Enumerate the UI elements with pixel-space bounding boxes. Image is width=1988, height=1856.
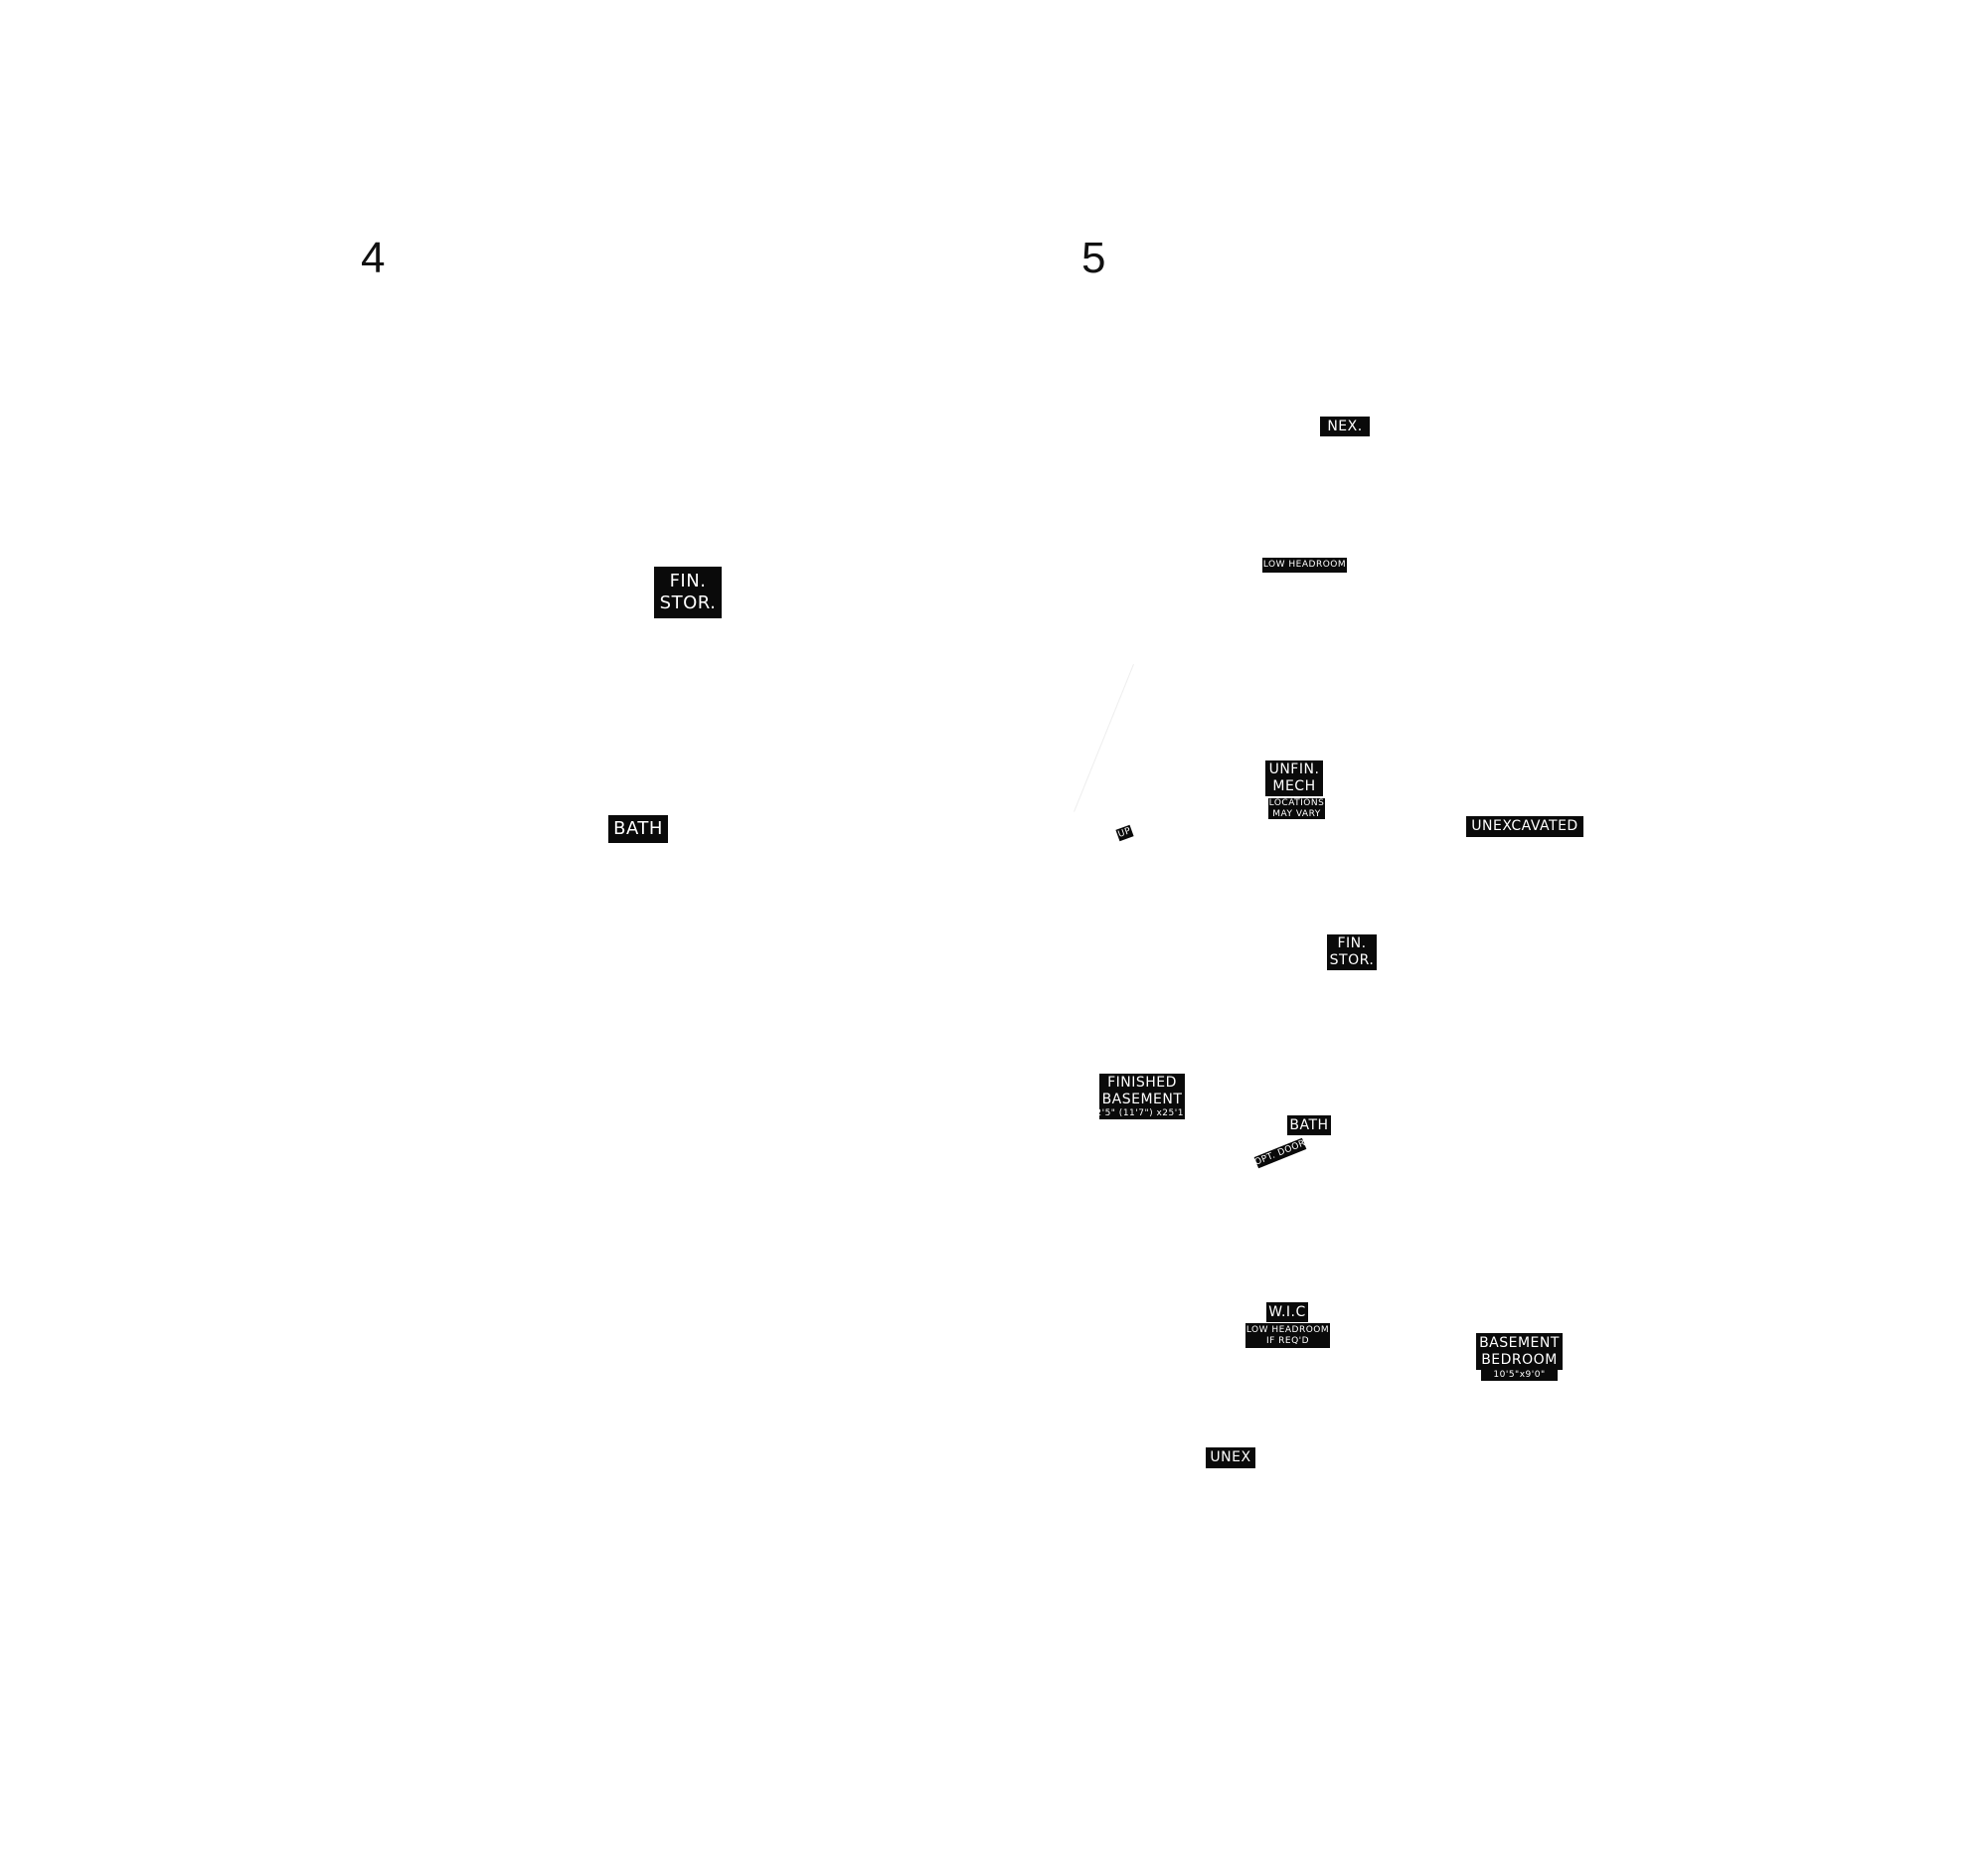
label-dimensions: 10'5"x9'0" [1493, 1369, 1546, 1380]
label-line: MAY VARY [1272, 808, 1321, 819]
label-line: BASEMENT [1101, 1091, 1183, 1107]
label-stair-up: UP [1115, 824, 1134, 842]
label-line: FIN. [669, 570, 707, 591]
label-wic: W.I.C [1266, 1302, 1308, 1322]
label-bath-left: BATH [608, 815, 668, 843]
label-line: FINISHED [1107, 1075, 1177, 1092]
label-line: LOCATIONS [1268, 798, 1325, 809]
label-line: UNEXCAVATED [1471, 818, 1578, 835]
label-opt-door: OPT. DOOR [1252, 1137, 1308, 1169]
label-basement-bedroom-dims: 10'5"x9'0" [1481, 1369, 1558, 1381]
label-line: OPT. DOOR [1252, 1137, 1308, 1168]
label-locations-note: LOCATIONS MAY VARY [1268, 798, 1325, 819]
label-line: BATH [1289, 1116, 1329, 1133]
stair-line [1074, 664, 1134, 812]
label-line: BEDROOM [1481, 1351, 1558, 1368]
label-unex: UNEX [1206, 1447, 1255, 1468]
label-fin-stor-left: FIN. STOR. [654, 567, 722, 618]
label-line: IF REQ'D [1265, 1335, 1310, 1346]
plan-number-4: 4 [361, 234, 386, 282]
label-wic-note: LOW HEADROOM IF REQ'D [1245, 1323, 1330, 1348]
label-annex: NEX. [1320, 417, 1370, 436]
label-line: MECH [1272, 778, 1316, 794]
label-unexcavated: UNEXCAVATED [1466, 816, 1583, 837]
label-low-headroom: LOW HEADROOM [1262, 558, 1347, 573]
label-line: STOR. [659, 592, 717, 613]
plan-number-5: 5 [1081, 234, 1106, 282]
label-line: STOR. [1329, 952, 1375, 968]
label-line: BATH [613, 817, 663, 839]
label-dimensions: 12'5" (11'7") x25'11" [1089, 1107, 1195, 1118]
label-line: LOW HEADROOM [1245, 1325, 1330, 1336]
label-line: NEX. [1327, 418, 1363, 434]
label-line: UNEX [1210, 1449, 1251, 1466]
label-line: W.I.C [1268, 1303, 1306, 1320]
label-line: BASEMENT [1479, 1334, 1560, 1351]
label-bath-right: BATH [1287, 1115, 1331, 1135]
label-fin-stor-right: FIN. STOR. [1327, 934, 1377, 970]
label-line: LOW HEADROOM [1262, 560, 1347, 571]
label-line: UNFIN. [1268, 761, 1320, 778]
label-basement-bedroom: BASEMENT BEDROOM [1476, 1333, 1563, 1370]
label-finished-basement: FINISHED BASEMENT 12'5" (11'7") x25'11" [1089, 1074, 1194, 1119]
label-line: FIN. [1337, 935, 1367, 952]
label-unfin-mech: UNFIN. MECH [1265, 760, 1323, 796]
label-line: UP [1116, 825, 1133, 840]
